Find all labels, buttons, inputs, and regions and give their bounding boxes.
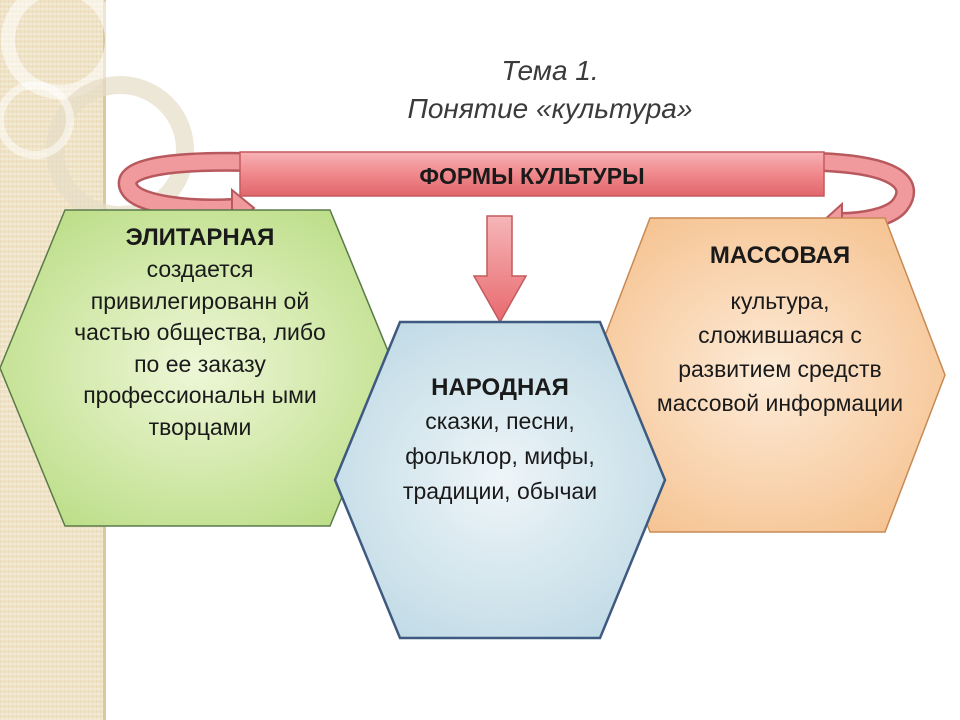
elite-hexagon (0, 209, 396, 527)
down-arrow (472, 215, 528, 324)
elite-form-text: ЭЛИТАРНАЯ создается привилегированн ой ч… (60, 222, 340, 443)
folk-description: сказки, песни, фольклор, мифы, традиции,… (402, 408, 598, 504)
slide-title: Тема 1. Понятие «культура» (300, 52, 800, 128)
slide-title-line1: Тема 1. (501, 55, 599, 86)
elite-heading: ЭЛИТАРНАЯ (125, 224, 275, 251)
elite-description: создается привилегированн ой частью обще… (74, 256, 326, 440)
mass-form-text: МАССОВАЯ культура, сложившаяся с развити… (655, 240, 905, 420)
slide-title-line2: Понятие «культура» (407, 93, 693, 124)
curved-arrow-left (117, 151, 256, 229)
banner-box (239, 151, 825, 197)
folk-hexagon (333, 320, 667, 640)
banner-label: ФОРМЫ КУЛЬТУРЫ (419, 163, 645, 189)
folk-heading: НАРОДНАЯ (431, 374, 569, 401)
folk-form-text: НАРОДНАЯ сказки, песни, фольклор, мифы, … (370, 372, 630, 509)
mass-description: культура, сложившаяся с развитием средст… (656, 288, 904, 416)
mass-heading: МАССОВАЯ (709, 242, 851, 269)
